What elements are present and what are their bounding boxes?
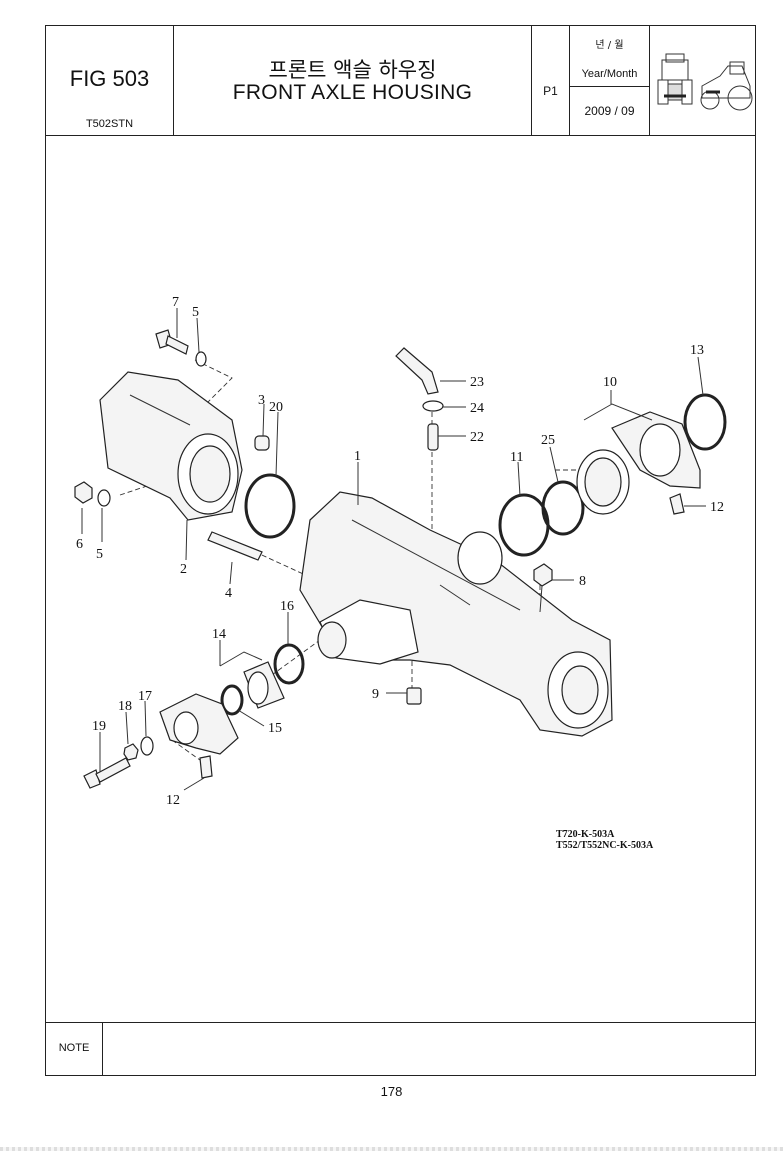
o-ring-part-16 (273, 643, 305, 685)
year-month-value: 2009 / 09 (584, 104, 635, 118)
page-code-cell: P1 (532, 26, 570, 135)
callout-9: 9 (372, 687, 379, 702)
breather-hose-part-23 (395, 347, 439, 395)
stud-part-4 (207, 531, 263, 561)
callout-13: 13 (690, 343, 704, 358)
callout-14: 14 (212, 627, 226, 642)
grease-nipple-part-12-upper (669, 493, 685, 515)
bushing-bracket-part-10 (576, 411, 701, 515)
support-bracket-lower (159, 693, 239, 755)
callout-19: 19 (92, 719, 106, 734)
callout-15: 15 (268, 721, 282, 736)
page-code: P1 (543, 84, 558, 98)
page-number: 178 (380, 1084, 403, 1099)
callout-17: 17 (138, 689, 152, 704)
title-block: FIG 503 T502STN 프론트 액슬 하우징 FRONT AXLE HO… (46, 26, 755, 136)
washer-part-5-lower (97, 489, 111, 507)
nut-part-6 (74, 481, 93, 504)
callout-7: 7 (172, 295, 179, 310)
callout-1: 1 (354, 449, 361, 464)
tractor-location-icon (657, 53, 753, 111)
callout-11: 11 (510, 450, 523, 465)
callout-20: 20 (269, 400, 283, 415)
seal-ring-part-11 (498, 493, 550, 557)
plug-part-9 (406, 687, 422, 705)
grease-nipple-part-12-lower (199, 755, 213, 779)
washer-part-5-upper (195, 351, 207, 367)
year-month-label-english: Year/Month (581, 68, 638, 80)
callout-12-lower: 12 (166, 793, 180, 808)
callout-12-upper: 12 (710, 500, 724, 515)
clamp-part-24 (422, 400, 444, 412)
flange-housing-part-2 (99, 371, 243, 521)
callout-2: 2 (180, 562, 187, 577)
callout-24: 24 (470, 401, 484, 416)
callout-23: 23 (470, 375, 484, 390)
scan-artifact (0, 1147, 783, 1151)
callout-3: 3 (258, 393, 265, 408)
fig-cell: FIG 503 T502STN (46, 26, 174, 135)
o-ring-part-25 (541, 480, 585, 536)
year-month-cell: 년 / 월 Year/Month 2009 / 09 (570, 26, 650, 135)
plug-part-8 (533, 563, 553, 613)
callout-16: 16 (280, 599, 294, 614)
bolt-part-7 (155, 329, 189, 355)
model-code: T502STN (85, 118, 134, 130)
axle-housing-part-1 (299, 491, 613, 737)
title-korean: 프론트 액슬 하우징 (268, 58, 437, 82)
callout-5-lower: 5 (96, 547, 103, 562)
fitting-part-22 (427, 423, 439, 451)
bushing-part-14 (243, 661, 285, 709)
support-bracket-bore (173, 711, 199, 745)
callout-22: 22 (470, 430, 484, 445)
bolt-part-19 (83, 757, 131, 789)
callout-18: 18 (118, 699, 132, 714)
title-english: FRONT AXLE HOUSING (232, 81, 473, 104)
drawing-code-2: T552/T552NC-K-503A (556, 840, 654, 851)
washer-part-17 (140, 736, 154, 756)
callout-10: 10 (603, 375, 617, 390)
callout-8: 8 (579, 574, 586, 589)
dowel-part-3 (254, 435, 270, 451)
drawing-code-1: T720-K-503A (556, 829, 615, 840)
callout-6: 6 (76, 537, 83, 552)
o-ring-part-15 (220, 684, 244, 716)
seal-ring-part-13 (683, 393, 727, 451)
note-row: NOTE (46, 1022, 755, 1076)
year-month-label-korean: 년 / 월 (595, 40, 624, 51)
figure-number: FIG 503 (69, 66, 150, 91)
note-label: NOTE (58, 1042, 90, 1054)
year-month-label-box: 년 / 월 Year/Month (570, 26, 649, 87)
lock-washer-part-18 (123, 743, 139, 761)
note-label-cell: NOTE (46, 1023, 103, 1076)
o-ring-part-20 (244, 473, 296, 539)
leader-lines (81, 308, 706, 791)
tractor-thumbnail-cell (650, 26, 755, 135)
title-cell: 프론트 액슬 하우징 FRONT AXLE HOUSING (174, 26, 532, 135)
callout-25: 25 (541, 433, 555, 448)
page-frame: FIG 503 T502STN 프론트 액슬 하우징 FRONT AXLE HO… (45, 25, 756, 1076)
callout-5-upper: 5 (192, 305, 199, 320)
callout-4: 4 (225, 586, 232, 601)
